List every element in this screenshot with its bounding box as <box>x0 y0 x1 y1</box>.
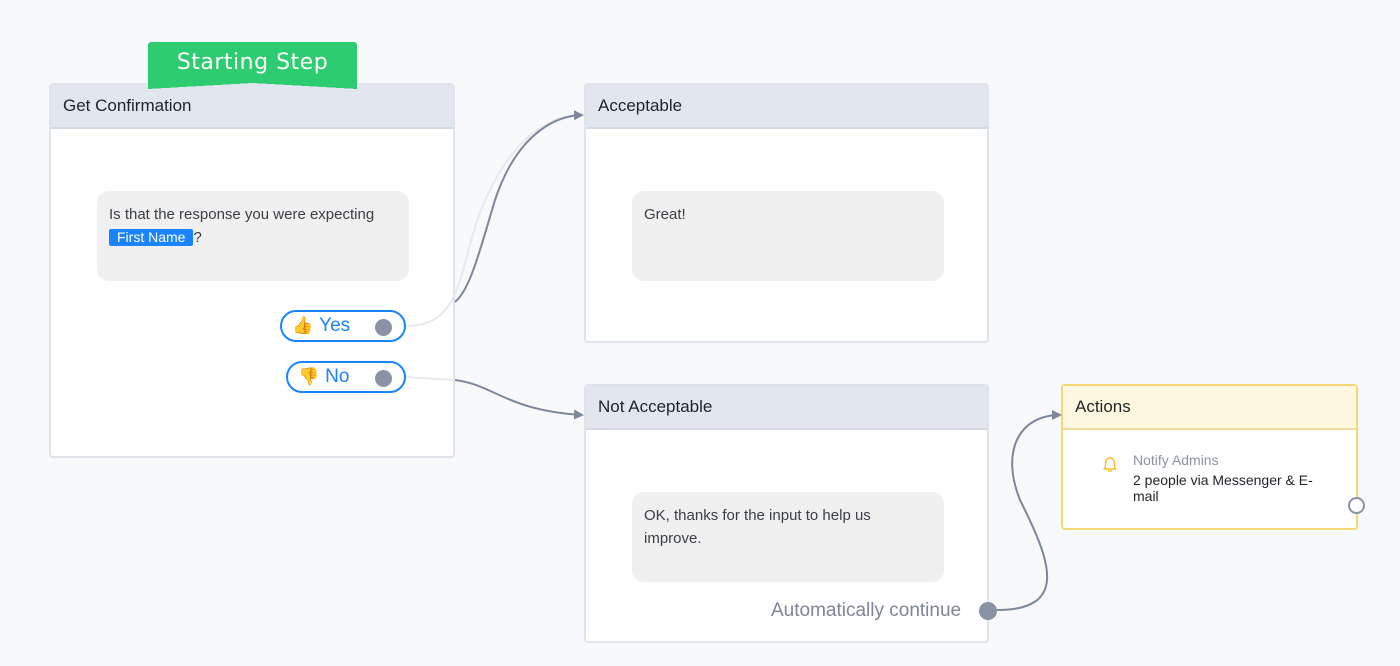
reply-label: No <box>325 366 350 387</box>
node-title: Acceptable <box>586 85 987 129</box>
thumbs-up-icon: 👍 <box>292 316 314 335</box>
message-bubble[interactable]: Great! <box>632 191 944 281</box>
reply-label: Yes <box>319 315 351 336</box>
reply-yes-button[interactable]: 👍 Yes <box>280 310 406 342</box>
node-acceptable[interactable]: Acceptable Great! <box>584 83 989 343</box>
message-suffix: ? <box>193 229 202 246</box>
connector-port[interactable] <box>375 370 392 387</box>
automatically-continue-label: Automatically continue <box>771 600 962 621</box>
reply-no-button[interactable]: 👎 No <box>286 361 406 393</box>
node-title: Get Confirmation <box>51 85 453 129</box>
node-title: Not Acceptable <box>586 386 987 430</box>
node-get-confirmation[interactable]: Get Confirmation Is that the response yo… <box>49 83 455 458</box>
node-not-acceptable[interactable]: Not Acceptable OK, thanks for the input … <box>584 384 989 643</box>
starting-step-tag: Starting Step <box>148 42 357 89</box>
bell-icon <box>1103 457 1117 473</box>
connector-port[interactable] <box>375 319 392 336</box>
action-description: 2 people via Messenger & E-mail <box>1133 472 1313 504</box>
message-text: OK, thanks for the input to help us impr… <box>644 507 871 547</box>
connector-auto-to-actions <box>996 410 1062 611</box>
node-title: Actions <box>1063 386 1356 430</box>
thumbs-down-icon: 👎 <box>298 367 320 386</box>
message-text: Great! <box>644 206 686 223</box>
message-bubble[interactable]: OK, thanks for the input to help us impr… <box>632 492 944 582</box>
connector-no-to-not-acceptable <box>454 379 584 420</box>
node-actions[interactable]: Actions Notify Admins 2 people via Messe… <box>1061 384 1358 530</box>
auto-continue-port[interactable] <box>979 602 997 620</box>
message-text: Is that the response you were expecting <box>109 206 375 223</box>
actions-output-port[interactable] <box>1348 497 1365 514</box>
variable-chip[interactable]: First Name <box>109 229 194 246</box>
message-bubble[interactable]: Is that the response you were expecting … <box>97 191 409 281</box>
action-title: Notify Admins <box>1133 452 1219 468</box>
connector-yes-to-acceptable-visible <box>454 110 584 303</box>
